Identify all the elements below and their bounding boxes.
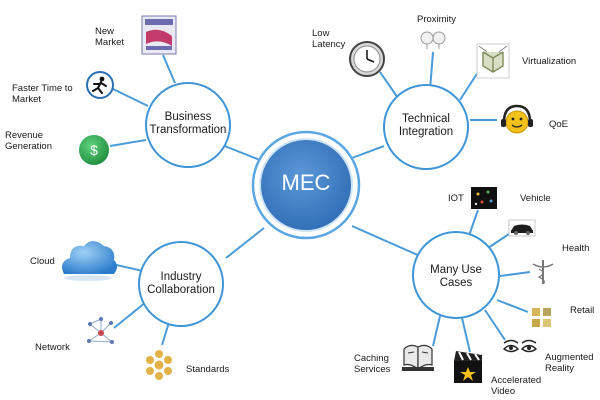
- label-new-market-line2: Market: [95, 37, 125, 48]
- connector-faster-time: [112, 88, 149, 107]
- label-ar-line1: Augmented: [545, 352, 594, 363]
- hub-business-circle: [145, 82, 231, 168]
- connector-low-latency: [379, 71, 399, 99]
- hub-business-line2: Transformation: [149, 124, 227, 136]
- label-proximity: Proximity: [417, 14, 457, 25]
- dollar-symbol: $: [90, 142, 98, 158]
- caduceus-icon: [532, 260, 554, 285]
- market-brochure-icon: [141, 15, 177, 55]
- connector-caching: [432, 315, 441, 347]
- label-video: Accelerated Video: [491, 375, 541, 397]
- label-faster-time: Faster Time to Market: [12, 83, 73, 105]
- label-cloud: Cloud: [30, 256, 55, 267]
- clapperboard-icon: [454, 351, 482, 383]
- mec-center-label: MEC: [281, 170, 331, 195]
- network-graph-icon: [87, 317, 114, 344]
- headset-smiley-icon: [500, 103, 534, 137]
- hub-industry-circle: [138, 241, 224, 327]
- connector-ar: [484, 309, 506, 341]
- label-low-latency: Low Latency: [312, 28, 345, 50]
- standards-cluster-icon: [146, 350, 172, 380]
- label-new-market: New Market: [95, 26, 124, 48]
- mec-center-node: [251, 130, 361, 240]
- hub-industry-line1: Industry: [160, 271, 202, 283]
- connector-proximity: [429, 51, 434, 91]
- label-qoe: QoE: [549, 119, 569, 130]
- label-caching-line2: Services: [354, 364, 391, 375]
- label-revenue-line1: Revenue: [5, 130, 44, 141]
- connector-new-market: [162, 54, 176, 84]
- label-faster-time-line1: Faster Time to: [12, 83, 73, 94]
- clock-icon: [349, 41, 385, 77]
- label-new-market-line1: New: [95, 26, 115, 37]
- label-revenue-line2: Generation: [5, 141, 53, 152]
- iot-icon: [471, 187, 497, 209]
- label-retail: Retail: [570, 305, 595, 316]
- label-health: Health: [562, 243, 590, 254]
- connector-technical: [351, 145, 385, 159]
- hub-technical-line1: Technical: [402, 113, 450, 125]
- label-virtualization: Virtualization: [522, 56, 577, 67]
- retail-icon: [530, 306, 554, 330]
- runner-icon: [86, 71, 114, 99]
- hub-technical-label: Technical Integration: [378, 113, 474, 139]
- hub-usecases-line1: Many Use: [430, 264, 482, 276]
- label-iot: IOT: [448, 193, 464, 204]
- hub-usecases-label: Many Use Cases: [408, 264, 504, 290]
- server-icon: [402, 344, 434, 371]
- connector-usecases: [351, 225, 421, 257]
- connector-business: [221, 144, 261, 161]
- hub-industry-line2: Collaboration: [147, 284, 215, 296]
- label-faster-time-line2: Market: [12, 94, 42, 105]
- label-revenue: Revenue Generation: [5, 130, 52, 152]
- connector-video: [461, 317, 471, 353]
- dollar-coin-icon: $: [79, 135, 109, 165]
- car-icon: [508, 219, 536, 237]
- label-vehicle: Vehicle: [520, 193, 551, 204]
- label-video-line1: Accelerated: [491, 375, 542, 386]
- label-ar-line2: Reality: [545, 363, 575, 374]
- label-video-line2: Video: [491, 386, 516, 397]
- connector-network: [113, 301, 147, 329]
- hub-business-label: Business Transformation: [140, 111, 236, 137]
- hub-usecases-circle: [412, 231, 500, 319]
- connector-virtualization: [459, 71, 479, 101]
- hub-technical-line2: Integration: [398, 126, 454, 138]
- label-caching-line1: Caching: [354, 353, 389, 364]
- label-network: Network: [35, 342, 70, 353]
- hub-business-line1: Business: [164, 111, 212, 123]
- connector-revenue: [109, 139, 147, 147]
- hub-technical-circle: [383, 84, 469, 170]
- label-standards: Standards: [186, 364, 230, 375]
- connector-retail: [496, 299, 529, 313]
- hub-usecases-line2: Cases: [439, 277, 473, 289]
- label-ar: Augmented Reality: [545, 352, 594, 374]
- connector-cloud: [111, 263, 144, 272]
- eyes-icon: [502, 339, 538, 353]
- cloud-icon: [62, 241, 117, 281]
- label-low-latency-line1: Low: [312, 28, 330, 39]
- connector-health: [499, 271, 531, 277]
- connector-industry: [225, 227, 265, 259]
- label-caching: Caching Services: [354, 353, 390, 375]
- proximity-bubbles-icon: [420, 31, 446, 49]
- virtualization-icon: [476, 43, 510, 79]
- label-low-latency-line2: Latency: [312, 39, 346, 50]
- hub-industry-label: Industry Collaboration: [133, 271, 229, 297]
